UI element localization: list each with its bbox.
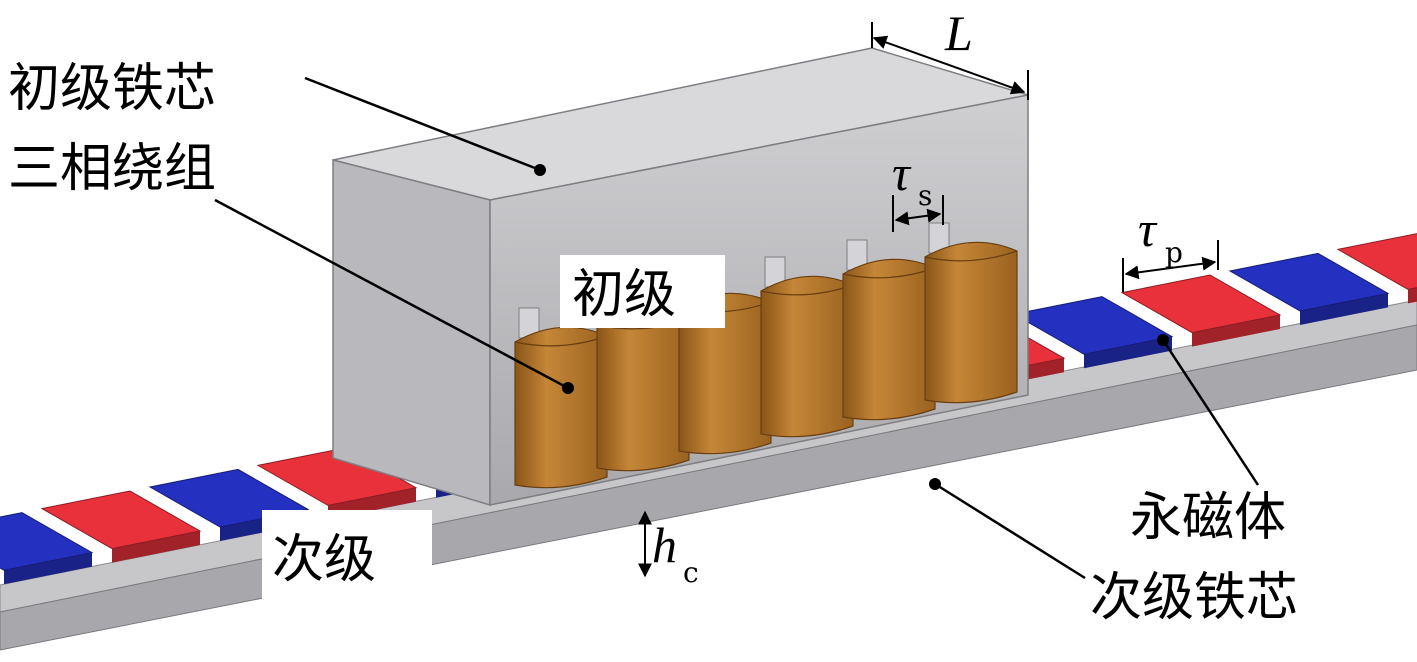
- magnet-red-front: [1192, 315, 1280, 347]
- winding-coil: [596, 309, 690, 472]
- label-primary-box: [560, 255, 725, 328]
- magnet-red-front: [112, 531, 200, 563]
- symbol-pole-pitch: τ: [1138, 201, 1158, 257]
- label-secondary: 次级: [272, 530, 376, 590]
- winding-coil: [924, 241, 1018, 404]
- dimension-slot-pitch: [892, 195, 944, 232]
- symbol-core-height: h: [652, 517, 677, 573]
- winding-coil: [842, 258, 936, 421]
- magnet-blue-front: [1300, 293, 1388, 325]
- winding-coil-rim: [924, 250, 1018, 262]
- symbol-slot-pitch-subscript: s: [918, 179, 932, 212]
- label-three-phase-winding: 三相绕组: [8, 139, 216, 199]
- primary-core-side-face: [332, 159, 491, 507]
- three-phase-winding-coils: [514, 222, 1018, 489]
- magnet-blue-front: [1084, 336, 1172, 369]
- symbol-core-height-subscript: c: [683, 556, 699, 589]
- leader-winding: [214, 198, 569, 390]
- magnet-blue-front: [4, 552, 92, 585]
- magnet-red-front: [1408, 287, 1417, 304]
- magnet-red-top: [1336, 233, 1417, 290]
- leader-dot-secondary-core: [929, 478, 941, 490]
- symbol-length: L: [944, 5, 973, 61]
- dimension-pole-pitch: [1122, 240, 1219, 292]
- leader-lines: [214, 76, 1260, 580]
- leader-magnet: [1161, 339, 1260, 486]
- symbol-pole-pitch-subscript: p: [1165, 236, 1183, 269]
- dimension-length: [871, 22, 1029, 100]
- leader-dot-winding: [562, 382, 574, 394]
- magnet-blue-top: [0, 512, 94, 571]
- label-secondary-box: [262, 510, 432, 602]
- leader-dot-primary-core: [534, 164, 546, 176]
- winding-coil: [760, 275, 854, 438]
- label-permanent-magnet: 永磁体: [1130, 488, 1286, 548]
- magnet-blue-top: [1012, 296, 1174, 355]
- leader-primary-core: [304, 76, 541, 172]
- winding-coil: [514, 326, 608, 489]
- label-secondary-core: 次级铁芯: [1090, 568, 1298, 628]
- symbol-slot-pitch: τ: [892, 145, 912, 201]
- label-primary-core: 初级铁芯: [8, 59, 216, 119]
- magnet-red-top: [40, 490, 202, 550]
- leader-secondary-core: [934, 482, 1086, 580]
- leader-dot-magnet: [1157, 334, 1169, 346]
- magnet-blue-top: [1228, 252, 1390, 312]
- label-primary: 初级: [572, 265, 676, 325]
